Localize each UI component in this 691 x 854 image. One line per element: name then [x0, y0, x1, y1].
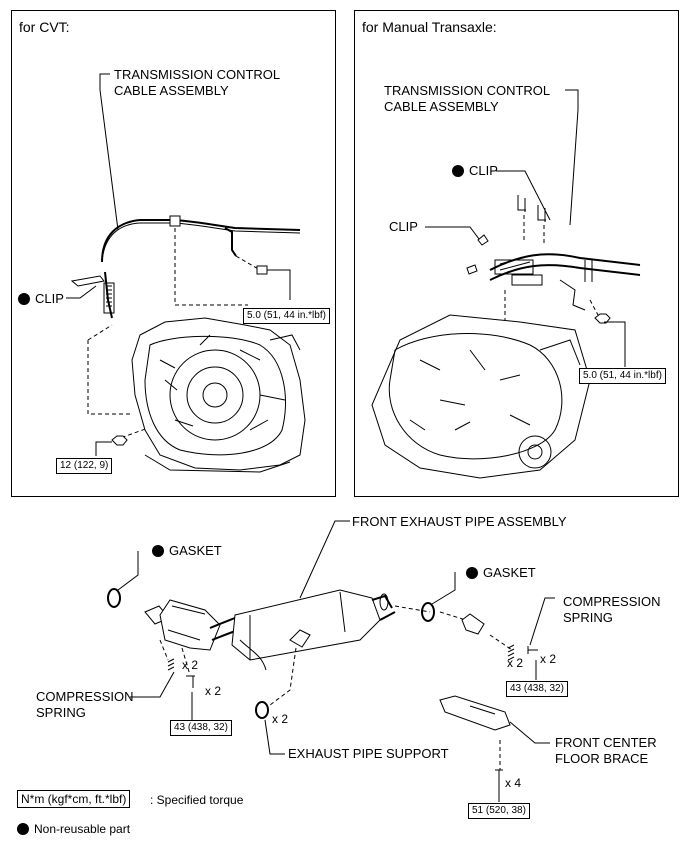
torque-43-right-box: 43 (438, 32) [506, 681, 568, 697]
nonreusable-dot-icon [452, 165, 464, 177]
exhaust-support-label: EXHAUST PIPE SUPPORT [288, 746, 449, 761]
mt-bolt-torque-box: 5.0 (51, 44 in.*lbf) [579, 368, 666, 384]
cvt-cable-label-line1: TRANSMISSION CONTROL [114, 67, 281, 82]
manual-transaxle-panel [354, 10, 679, 497]
cvt-cable-label-line2: CABLE ASSEMBLY [114, 83, 229, 98]
nonreusable-dot-icon [17, 823, 29, 835]
legend-nonreusable: Non-reusable part [17, 822, 130, 836]
qty-x2-bolt-left: x 2 [205, 684, 222, 698]
mt-cable-label-line2: CABLE ASSEMBLY [384, 99, 499, 114]
qty-x2-support: x 2 [272, 712, 289, 726]
legend-nonreusable-text: Non-reusable part [34, 822, 131, 836]
torque-43-left-box: 43 (438, 32) [170, 720, 232, 736]
cvt-nut-torque-box: 12 (122, 9) [56, 458, 113, 474]
qty-x2-spring-left: x 2 [182, 658, 199, 672]
compression-spring-right-line2: SPRING [563, 610, 613, 625]
cvt-clip-text: CLIP [35, 291, 64, 306]
floor-brace-line1: FRONT CENTER [555, 735, 657, 750]
exhaust-pipe-label: FRONT EXHAUST PIPE ASSEMBLY [352, 514, 567, 529]
compression-spring-left-line2: SPRING [36, 705, 86, 720]
qty-x2-bolt-right: x 2 [540, 652, 557, 666]
compression-spring-left-line1: COMPRESSION [36, 689, 134, 704]
cvt-bolt-torque-box: 5.0 (51, 44 in.*lbf) [243, 308, 330, 324]
compression-spring-right-line1: COMPRESSION [563, 594, 661, 609]
mt-clip-label: CLIP [389, 219, 418, 234]
mt-clip-nonreusable-text: CLIP [469, 163, 498, 178]
gasket-right-text: GASKET [483, 565, 536, 580]
mt-cable-label-line1: TRANSMISSION CONTROL [384, 83, 551, 98]
torque-51-box: 51 (520, 38) [468, 803, 530, 819]
gasket-right-label: GASKET [466, 566, 536, 580]
manual-panel-title: for Manual Transaxle: [362, 19, 497, 35]
legend-torque-units: N*m (kgf*cm, ft.*lbf) [17, 790, 131, 808]
legend-torque-desc: : Specified torque [150, 793, 244, 807]
nonreusable-dot-icon [466, 567, 478, 579]
nonreusable-dot-icon [152, 545, 164, 557]
qty-x2-spring-right: x 2 [507, 656, 524, 670]
cvt-panel-title: for CVT: [19, 19, 70, 35]
qty-x4-label: x 4 [505, 776, 522, 790]
floor-brace-line2: FLOOR BRACE [555, 751, 649, 766]
cvt-clip-label: CLIP [18, 292, 64, 306]
nonreusable-dot-icon [18, 293, 30, 305]
gasket-left-text: GASKET [169, 543, 222, 558]
cvt-panel [11, 10, 336, 497]
gasket-left-label: GASKET [152, 544, 222, 558]
mt-clip-nonreusable-label: CLIP [452, 164, 498, 178]
